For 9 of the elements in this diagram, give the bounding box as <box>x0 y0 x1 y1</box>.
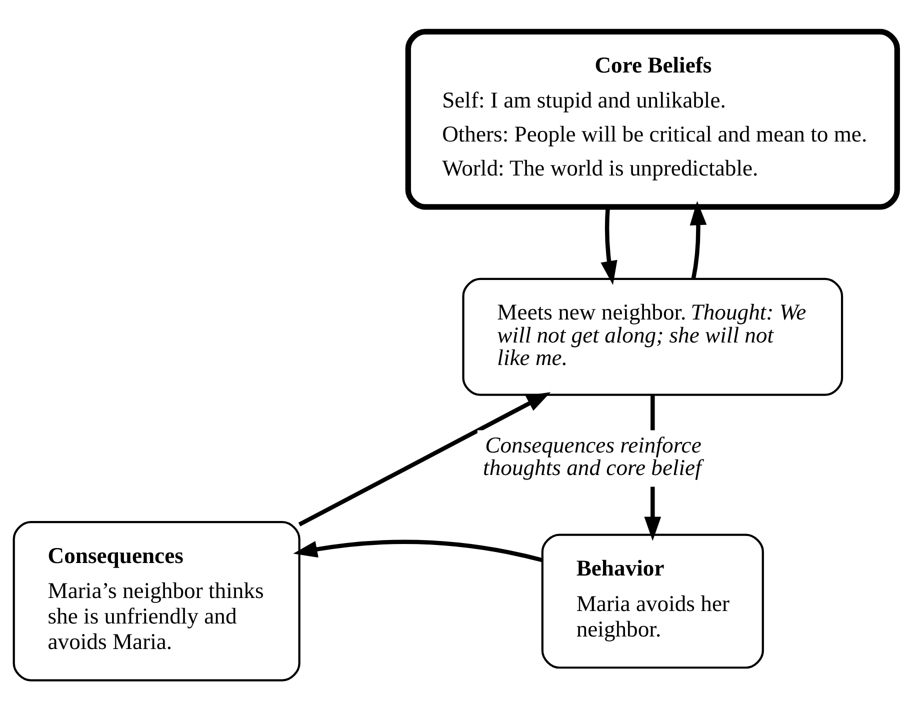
arrow <box>298 392 551 526</box>
edge-label: Consequences reinforce thoughts and core belief <box>483 432 702 480</box>
node-box: Consequences Maria’s neighbor thinks she is unfriendly and avoids Maria. <box>12 520 300 681</box>
node-box: Core Beliefs Self: I am stupid and unlikable. Others: People will be critical and mean to me. World: The world is unpredictable. <box>405 28 900 210</box>
node-box: Meets new neighbor. Thought: We will not get along; she will not like me. <box>462 277 844 396</box>
arrow <box>690 200 707 279</box>
arrow <box>600 206 618 284</box>
node-box: Behavior Maria avoids her neighbor. <box>541 533 764 668</box>
arrow <box>293 539 543 562</box>
